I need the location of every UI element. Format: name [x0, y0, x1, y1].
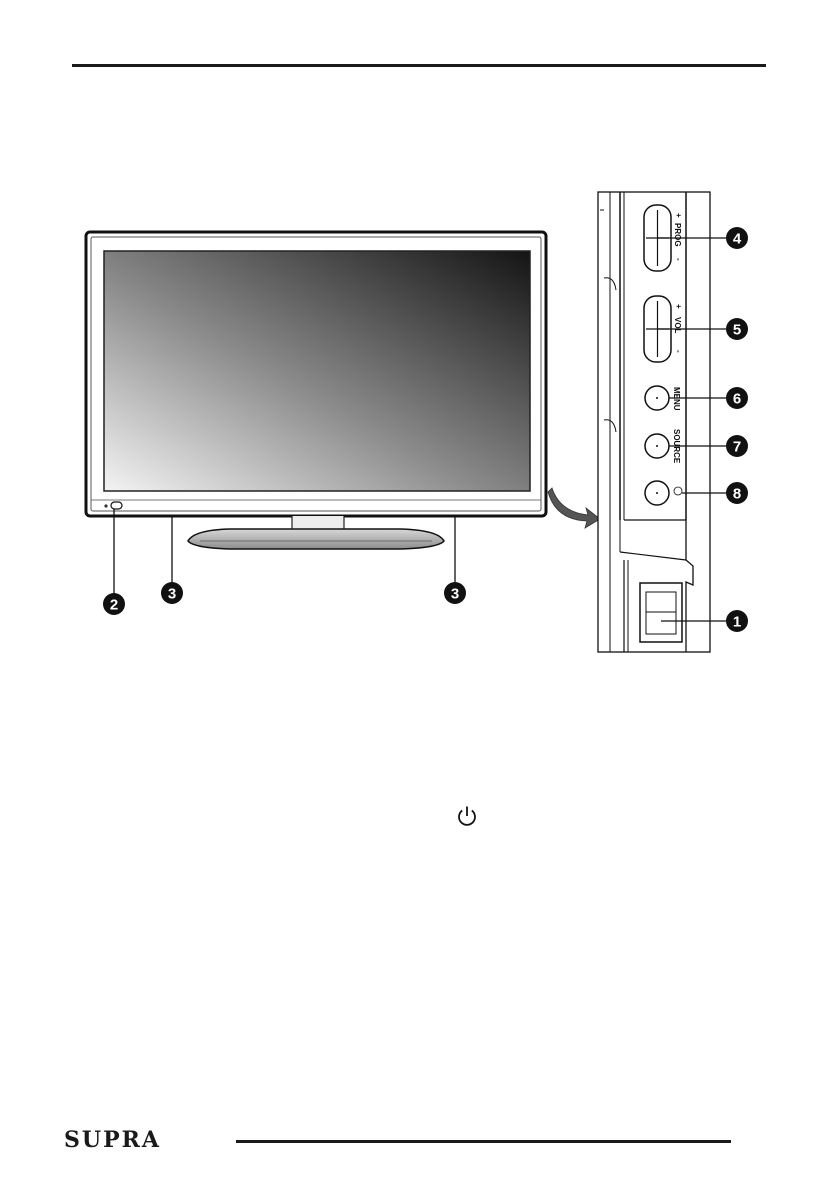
remote-sensor: [111, 502, 122, 509]
main-power-switch: [640, 583, 682, 642]
svg-text:6: 6: [733, 391, 741, 408]
power-icon: [455, 804, 479, 828]
tv-front-view: [86, 232, 546, 549]
svg-text:-: -: [674, 350, 683, 353]
svg-text:7: 7: [733, 439, 741, 456]
callout-3-left: 3: [161, 516, 183, 604]
source-button: [645, 434, 669, 458]
svg-text:MENU: MENU: [672, 387, 681, 411]
svg-text:3: 3: [168, 586, 176, 603]
callout-2: 2: [103, 509, 125, 615]
menu-button: [645, 386, 669, 410]
svg-text:1: 1: [733, 614, 741, 631]
brand-logo: SUPRA: [64, 1127, 161, 1153]
footer-rule: [236, 1140, 731, 1143]
svg-text:3: 3: [451, 586, 459, 603]
tv-screen: [104, 251, 530, 491]
svg-text:+: +: [674, 304, 683, 309]
svg-text:+: +: [674, 213, 683, 218]
svg-text:5: 5: [733, 322, 741, 339]
svg-text:2: 2: [110, 597, 118, 614]
tv-side-panel: PROG + - VOL + - MENU SOURCE: [598, 192, 710, 652]
tv-stand: [188, 529, 444, 549]
callout-3-right: 3: [444, 516, 466, 604]
svg-text:PROG: PROG: [673, 223, 682, 247]
svg-text:-: -: [674, 258, 683, 261]
curved-arrow-icon: [548, 488, 600, 528]
svg-text:VOL: VOL: [673, 317, 682, 334]
power-indicator-led: [104, 504, 107, 507]
svg-text:8: 8: [733, 486, 741, 503]
svg-text:4: 4: [733, 231, 742, 248]
